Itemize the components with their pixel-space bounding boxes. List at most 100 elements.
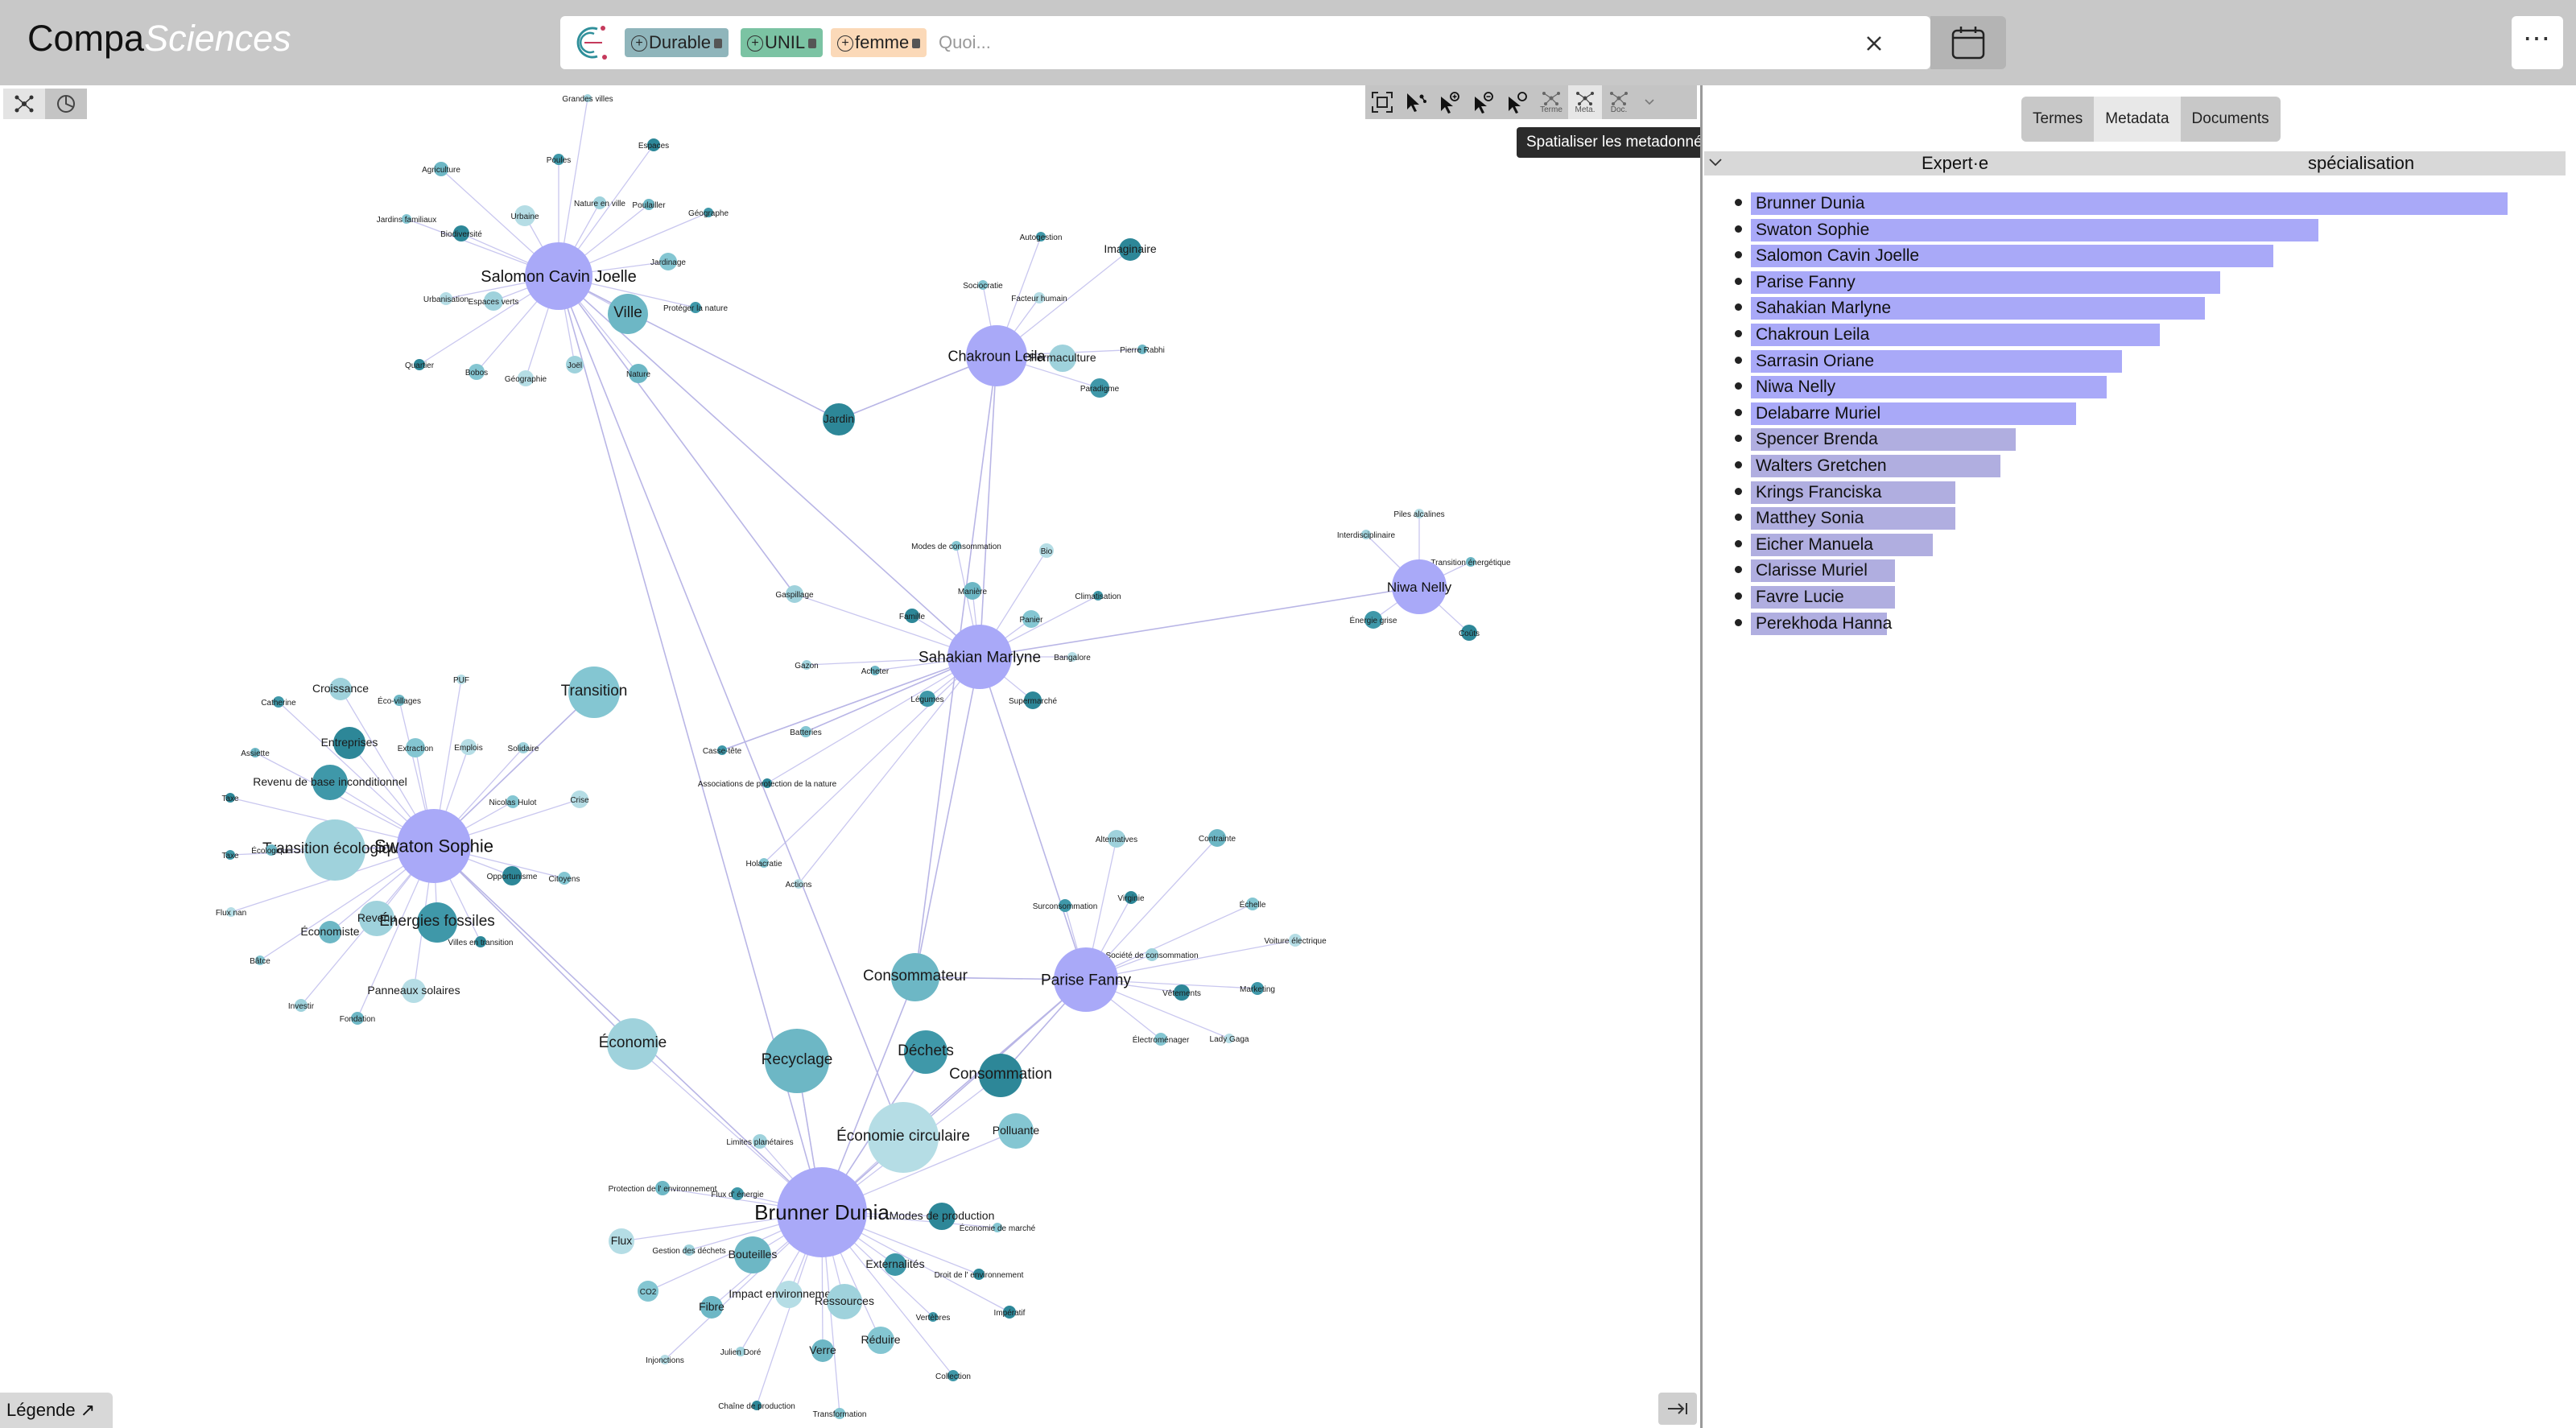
- term-node-circle[interactable]: [502, 866, 522, 885]
- term-node[interactable]: Taxe: [221, 850, 239, 861]
- term-node-circle[interactable]: [312, 765, 348, 800]
- term-node-circle[interactable]: [1093, 591, 1103, 601]
- term-node-circle[interactable]: [928, 1312, 938, 1322]
- term-node-circle[interactable]: [456, 675, 466, 684]
- term-node[interactable]: Transition énergétique: [1430, 557, 1511, 567]
- term-node[interactable]: Surconsommation: [1033, 899, 1098, 912]
- term-node-circle[interactable]: [394, 695, 405, 706]
- term-node[interactable]: Jardinage: [650, 253, 686, 270]
- term-node[interactable]: Associations de protection de la nature: [698, 778, 837, 789]
- legend-button[interactable]: Légende ↗: [0, 1393, 113, 1428]
- graph-view-button[interactable]: [3, 89, 45, 119]
- network-graph[interactable]: Grandes villesAgriculturePoulesEspacesJa…: [0, 85, 1700, 1428]
- term-node[interactable]: Bouteilles: [729, 1236, 778, 1273]
- term-node-circle[interactable]: [998, 1113, 1034, 1149]
- term-node[interactable]: Contrainte: [1199, 829, 1236, 847]
- term-node-circle[interactable]: [659, 253, 677, 270]
- term-node-circle[interactable]: [762, 778, 772, 788]
- expert-node-circle[interactable]: [1392, 559, 1447, 614]
- term-node[interactable]: Extraction: [398, 738, 433, 757]
- compasciences-symbol-icon[interactable]: [570, 23, 612, 63]
- term-node[interactable]: Acheter: [861, 666, 890, 676]
- term-node[interactable]: Batteries: [790, 726, 822, 737]
- term-node-circle[interactable]: [1224, 1034, 1234, 1043]
- expert-node-circle[interactable]: [966, 325, 1027, 386]
- column-header-specialisation[interactable]: spécialisation: [2308, 153, 2415, 173]
- term-node-circle[interactable]: [964, 582, 981, 600]
- term-node-circle[interactable]: [295, 999, 308, 1012]
- term-node-circle[interactable]: [731, 1187, 744, 1200]
- term-node-circle[interactable]: [225, 793, 235, 803]
- specialisation-bar[interactable]: [1751, 245, 2273, 268]
- term-node-circle[interactable]: [1125, 891, 1137, 904]
- search-input[interactable]: [939, 26, 1824, 60]
- term-node-circle[interactable]: [319, 921, 341, 943]
- term-node[interactable]: Impératif: [994, 1306, 1026, 1319]
- term-node[interactable]: Vêtements: [1162, 984, 1201, 1001]
- term-node-circle[interactable]: [558, 872, 571, 885]
- term-node[interactable]: Assiette: [241, 748, 270, 758]
- term-node-circle[interactable]: [255, 955, 265, 965]
- term-node-circle[interactable]: [607, 1018, 658, 1070]
- term-node-circle[interactable]: [333, 727, 365, 759]
- term-node[interactable]: Économie circulaire: [836, 1102, 970, 1173]
- collapse-panel-button[interactable]: [1658, 1393, 1697, 1425]
- term-node-circle[interactable]: [834, 1408, 845, 1419]
- term-node[interactable]: Solidaire: [508, 742, 539, 753]
- specialisation-bar[interactable]: [1751, 481, 1955, 504]
- term-node-circle[interactable]: [1414, 509, 1424, 518]
- term-node-circle[interactable]: [979, 1054, 1022, 1097]
- list-item[interactable]: Matthey Sonia: [1703, 505, 2564, 531]
- term-node-circle[interactable]: [794, 879, 803, 889]
- term-node-circle[interactable]: [868, 1102, 939, 1173]
- term-node-circle[interactable]: [566, 356, 584, 374]
- expert-node-circle[interactable]: [397, 809, 471, 883]
- term-node[interactable]: Holacratie: [745, 858, 782, 869]
- term-node[interactable]: Espaces verts: [469, 291, 519, 311]
- term-node[interactable]: Alternatives: [1096, 830, 1137, 848]
- expert-node[interactable]: Chakroun Leila: [947, 325, 1046, 386]
- term-node-circle[interactable]: [1059, 899, 1071, 912]
- list-item[interactable]: Niwa Nelly: [1703, 374, 2564, 400]
- term-node[interactable]: Autogestion: [1020, 232, 1063, 242]
- term-node-circle[interactable]: [608, 294, 648, 334]
- term-node-circle[interactable]: [704, 208, 713, 217]
- term-node-circle[interactable]: [786, 585, 803, 603]
- expert-node-circle[interactable]: [1054, 947, 1118, 1012]
- term-node-circle[interactable]: [734, 1236, 771, 1273]
- list-item[interactable]: Spencer Brenda: [1703, 426, 2564, 452]
- term-node[interactable]: Casse-tête: [703, 745, 742, 756]
- term-node[interactable]: Injonctions: [646, 1355, 684, 1365]
- specialisation-bar[interactable]: [1751, 428, 2016, 452]
- term-node-circle[interactable]: [329, 678, 352, 700]
- term-node-circle[interactable]: [1208, 829, 1226, 847]
- term-node-circle[interactable]: [359, 901, 394, 936]
- term-node-circle[interactable]: [1361, 530, 1371, 539]
- specialisation-bar[interactable]: [1751, 612, 1888, 635]
- term-node[interactable]: Modes de consommation: [911, 541, 1001, 551]
- zoom-out-button[interactable]: [1467, 85, 1501, 119]
- term-node[interactable]: Supermarché: [1009, 691, 1057, 709]
- chart-view-button[interactable]: [45, 89, 87, 119]
- term-node[interactable]: Gaspillage: [775, 585, 814, 603]
- term-node[interactable]: Famille: [899, 609, 926, 623]
- term-node-circle[interactable]: [304, 819, 365, 881]
- list-item[interactable]: Eicher Manuela: [1703, 531, 2564, 558]
- close-icon[interactable]: [1858, 27, 1890, 60]
- term-node-circle[interactable]: [1003, 1306, 1016, 1319]
- term-node-circle[interactable]: [993, 1223, 1002, 1232]
- list-item[interactable]: Favre Lucie: [1703, 584, 2564, 610]
- term-node[interactable]: Bangalore: [1054, 652, 1091, 662]
- tab-metadata[interactable]: Metadata: [2094, 97, 2181, 142]
- term-node-circle[interactable]: [1174, 984, 1190, 1001]
- list-item[interactable]: Swaton Sophie: [1703, 217, 2564, 243]
- term-node[interactable]: Imaginaire: [1104, 238, 1157, 261]
- term-node[interactable]: Consommation: [949, 1054, 1052, 1097]
- term-node-circle[interactable]: [736, 1347, 745, 1356]
- term-node[interactable]: Virginie: [1117, 891, 1145, 904]
- term-node-circle[interactable]: [690, 302, 701, 313]
- term-node[interactable]: Transition: [561, 667, 628, 718]
- specialisation-bar[interactable]: [1751, 402, 2077, 425]
- term-node-circle[interactable]: [765, 1029, 829, 1093]
